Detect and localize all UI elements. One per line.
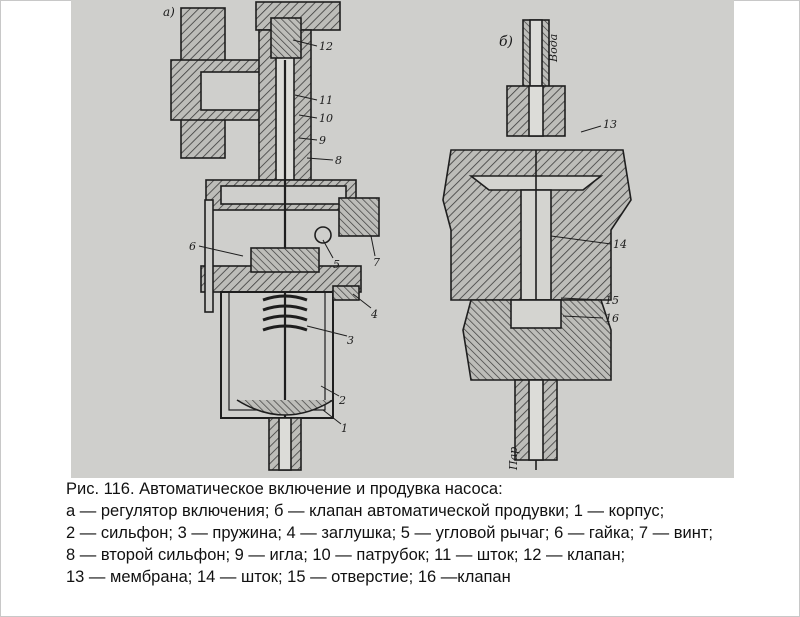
- callout-5: 5: [333, 258, 340, 271]
- callout-16: 16: [605, 312, 619, 325]
- sub-label-a: а): [163, 5, 175, 19]
- callout-labels-b: 13 14 15 16: [603, 118, 627, 325]
- caption-line: 2 — сильфон; 3 — пружина; 4 — заглушка; …: [66, 524, 713, 542]
- drawing-b-blowdown-valve: [442, 19, 632, 470]
- caption-line: а — регулятор включения; б — клапан авто…: [66, 502, 665, 520]
- drawing-a-regulator: [170, 1, 380, 471]
- caption-line: 13 — мембрана; 14 — шток; 15 — отверстие…: [66, 568, 511, 586]
- caption-line: 8 — второй сильфон; 9 — игла; 10 — патру…: [66, 546, 626, 564]
- callout-4: 4: [370, 308, 378, 321]
- callout-labels-a: 12 11 10 9 8 7 6 5 4 3 2 1: [189, 40, 380, 435]
- callout-10: 10: [319, 112, 333, 125]
- callout-leaders-b: [550, 125, 612, 319]
- technical-drawing: 12 11 10 9 8 7 6 5 4 3 2 1 а): [71, 0, 734, 478]
- figure-caption: Рис. 116. Автоматическое включение и про…: [66, 478, 791, 588]
- callout-leaders-a: [198, 39, 376, 425]
- callout-8: 8: [335, 154, 342, 167]
- sub-label-b: б): [499, 34, 513, 50]
- callout-15: 15: [605, 294, 619, 307]
- callout-3: 3: [347, 334, 354, 347]
- callout-11: 11: [319, 94, 333, 107]
- callout-2: 2: [338, 394, 346, 407]
- callout-1: 1: [341, 422, 348, 435]
- caption-title: Рис. 116. Автоматическое включение и про…: [66, 480, 503, 498]
- label-voda: Вода: [547, 34, 560, 63]
- callout-14: 14: [613, 238, 627, 251]
- callout-7: 7: [373, 256, 380, 269]
- label-par: Пар: [507, 447, 520, 471]
- callout-9: 9: [319, 134, 326, 147]
- callout-6: 6: [189, 240, 196, 253]
- callout-13: 13: [603, 118, 617, 131]
- callout-12: 12: [319, 40, 333, 53]
